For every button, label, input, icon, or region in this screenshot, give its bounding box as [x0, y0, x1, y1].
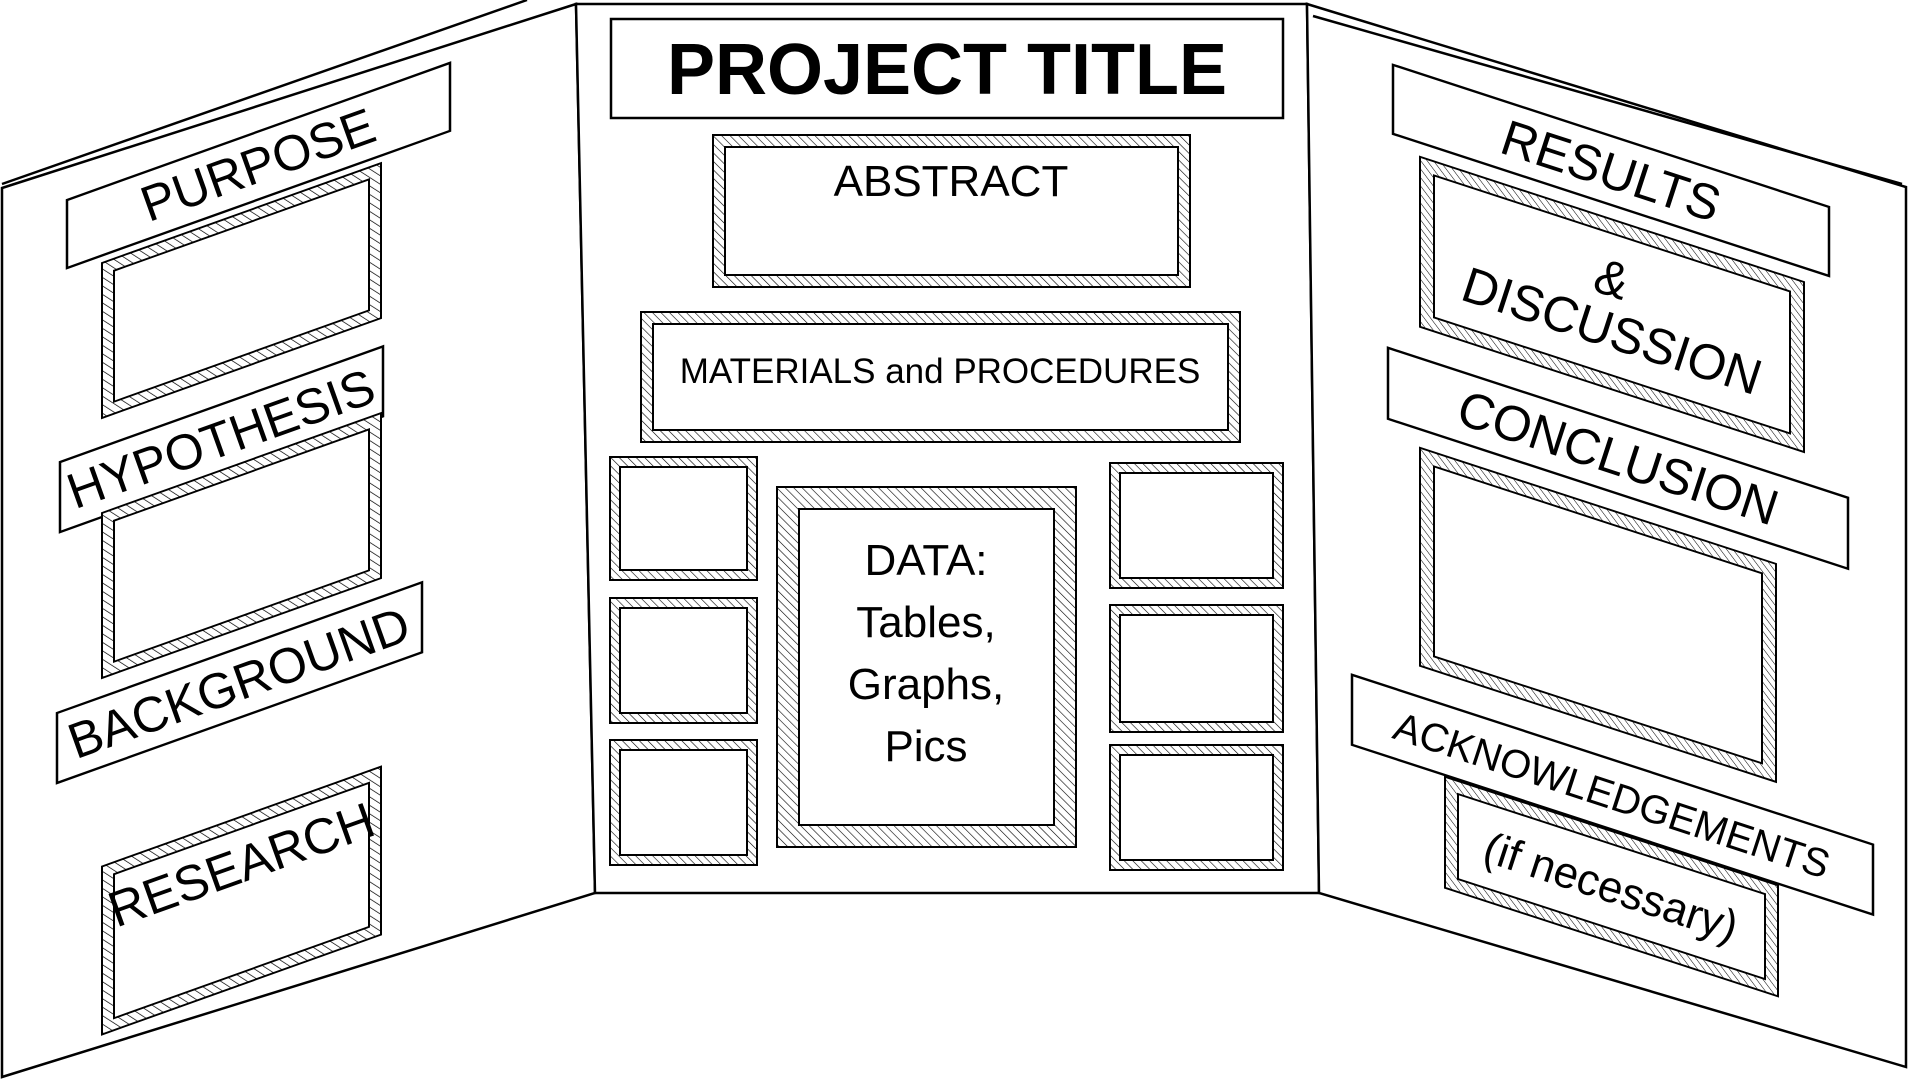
conclusion-label-box: [1386, 346, 1850, 571]
photo-box-right-1: [1109, 462, 1284, 589]
center-panel-content: PROJECT TITLE ABSTRACT MATERIALS and PRO…: [609, 17, 1285, 871]
data-box: [776, 486, 1077, 848]
materials-label: MATERIALS and PROCEDURES: [680, 352, 1201, 391]
materials-box: [640, 311, 1241, 443]
conclusion-content-box: [1419, 446, 1777, 784]
data-line-2: Tables,: [856, 598, 995, 647]
data-line-4: Pics: [884, 722, 967, 771]
right-board-top-edge: [1312, 14, 1903, 186]
acknowledgements-label-box: [1350, 673, 1875, 917]
photo-box-left-3: [609, 739, 758, 866]
left-board-top-edge: [1, 0, 528, 186]
photo-box-right-2: [1109, 604, 1284, 733]
purpose-label-box: [65, 61, 452, 270]
project-title-box: [609, 17, 1285, 120]
research-content-box: [101, 765, 382, 1036]
purpose-content-box: [101, 161, 382, 420]
discussion-content-box: [1419, 155, 1805, 454]
photo-box-left-2: [609, 597, 758, 724]
hypothesis-content-box: [101, 411, 382, 680]
data-line-3: Graphs,: [848, 660, 1005, 709]
results-label-box: [1391, 63, 1831, 278]
photo-box-left-1: [609, 456, 758, 581]
if-necessary-content-box: [1444, 775, 1779, 998]
photo-box-right-3: [1109, 744, 1284, 871]
data-line-1: DATA:: [864, 536, 987, 585]
background-label-box: [55, 580, 424, 785]
abstract-label: ABSTRACT: [834, 157, 1069, 206]
project-title: PROJECT TITLE: [667, 30, 1227, 110]
abstract-box: [712, 134, 1191, 288]
